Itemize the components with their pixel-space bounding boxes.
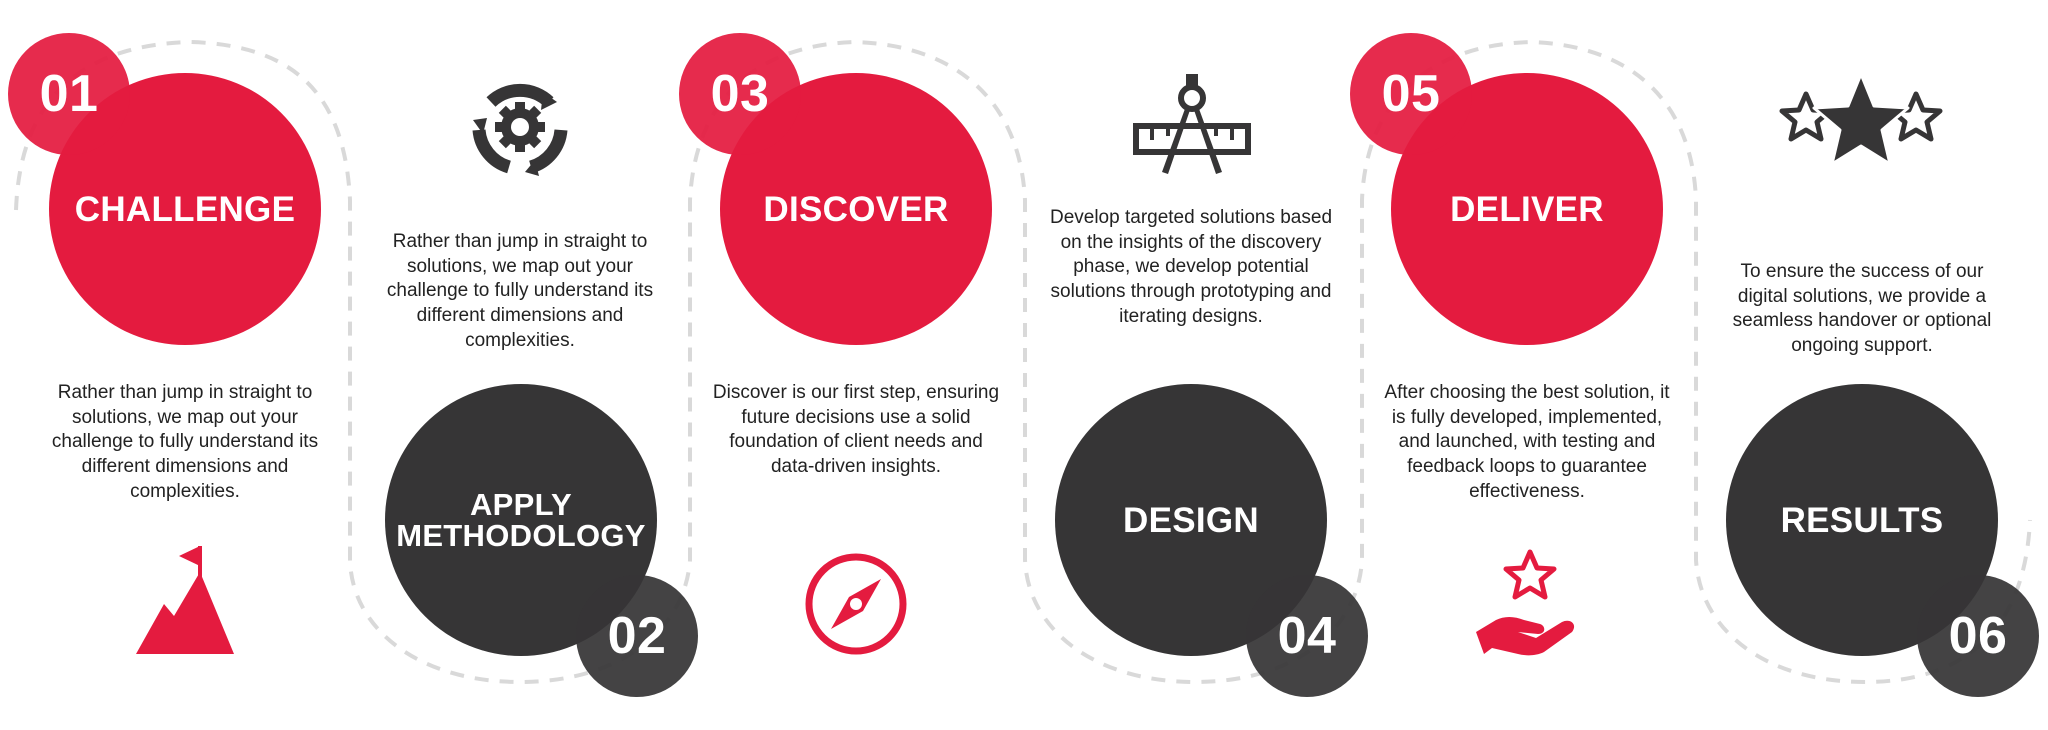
step-02-description: Rather than jump in straight to solution… <box>386 231 654 351</box>
step-03-description: Discover is our first step, ensuring fut… <box>712 382 1000 478</box>
step-06-number: 06 <box>1948 607 2008 665</box>
step-06-description: To ensure the success of our digital sol… <box>1732 261 1992 357</box>
step-01-title: CHALLENGE <box>74 189 296 229</box>
step-05-description: After choosing the best solution, it is … <box>1384 382 1670 502</box>
step-03-number: 03 <box>710 65 770 123</box>
compass-icon <box>805 553 907 655</box>
three-stars-icon <box>1779 72 1943 166</box>
step-05-number-badge <box>1350 33 1472 155</box>
step-06-number-badge <box>1917 575 2039 697</box>
step-06-title: RESULTS <box>1780 500 1944 540</box>
step-03-title: DISCOVER <box>763 189 949 229</box>
step-01-description: Rather than jump in straight to solution… <box>51 382 319 502</box>
step-05-number: 05 <box>1381 65 1441 123</box>
step-04-number: 04 <box>1277 607 1337 665</box>
step-05-title: DELIVER <box>1450 189 1604 229</box>
step-02-title: APPLY METHODOLOGY <box>396 487 646 553</box>
step-04-number-badge <box>1246 575 1368 697</box>
step-01-number: 01 <box>39 65 99 123</box>
hand-star-icon <box>1476 549 1575 656</box>
step-01-number-badge <box>8 33 130 155</box>
step-04-description: Develop targeted solutions based on the … <box>1049 207 1333 327</box>
step-02-number: 02 <box>607 607 667 665</box>
mountain-flag-icon <box>136 546 234 654</box>
drafting-compass-icon <box>1133 74 1251 174</box>
step-03-number-badge <box>679 33 801 155</box>
step-04-title: DESIGN <box>1123 500 1259 540</box>
step-02-number-badge <box>576 575 698 697</box>
cycle-gear-icon <box>472 83 568 176</box>
